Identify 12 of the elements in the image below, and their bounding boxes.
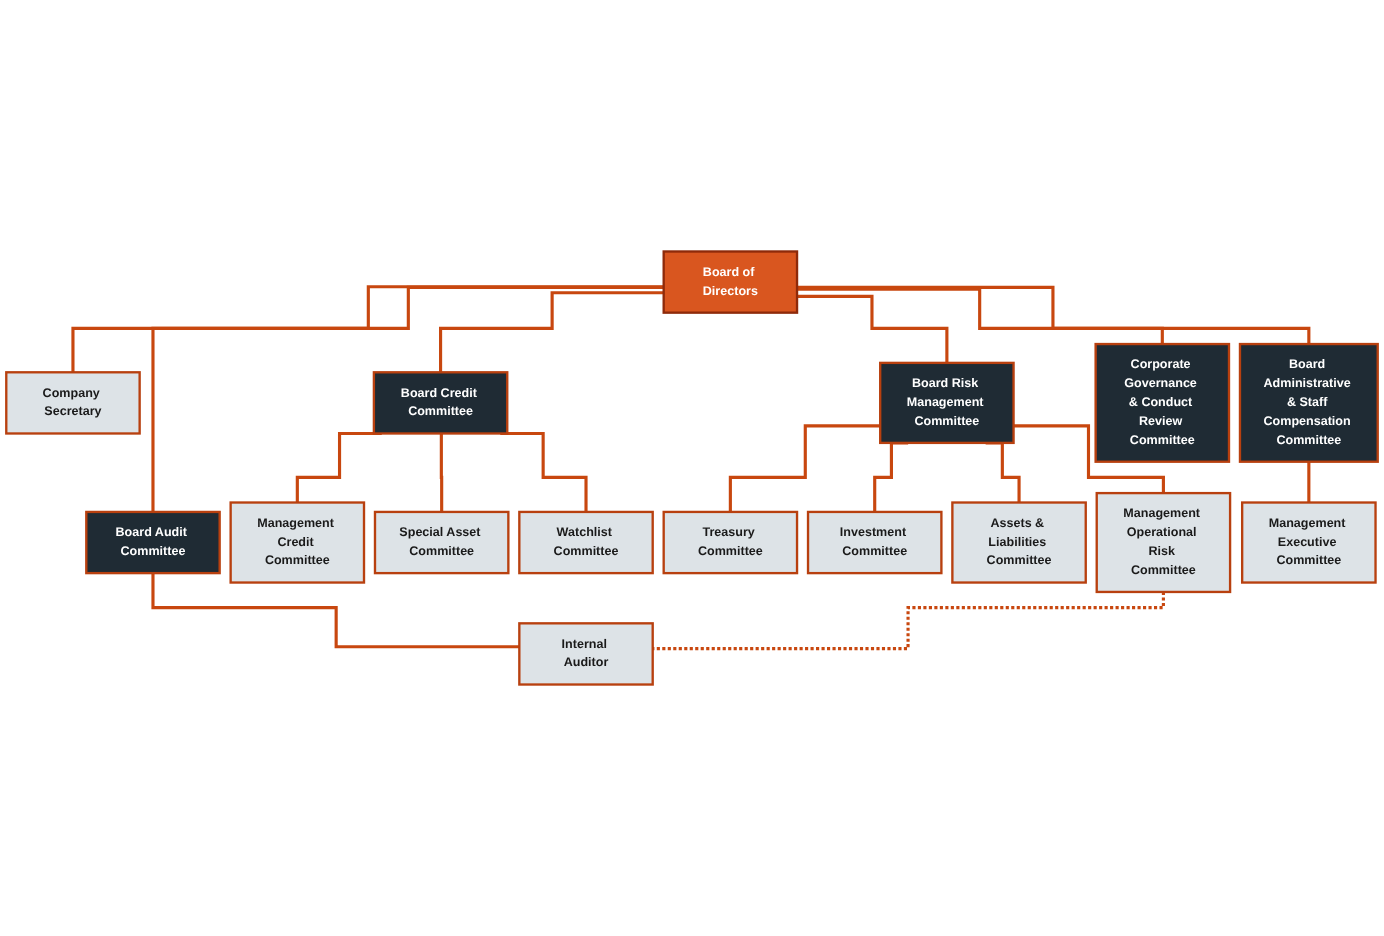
connector — [71, 285, 664, 374]
connector — [151, 571, 520, 649]
connector — [728, 424, 881, 514]
connector — [151, 285, 664, 514]
connector — [439, 291, 664, 374]
connector — [439, 431, 444, 514]
connector — [797, 287, 1164, 346]
connector — [1307, 460, 1311, 505]
connector — [652, 590, 1165, 651]
connector — [797, 285, 1311, 346]
connector — [1013, 424, 1165, 495]
connector — [797, 294, 949, 365]
